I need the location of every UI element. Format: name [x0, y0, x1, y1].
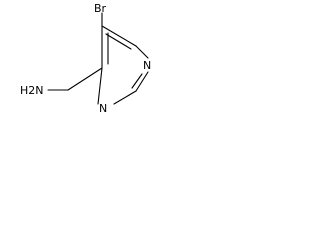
bond-c2-n3: [113, 90, 137, 105]
bond-n3-c4: [97, 67, 103, 105]
bond-c4-ch2: [67, 67, 103, 91]
amine-group-label: H2N: [20, 84, 44, 97]
nitrogen-atom-label-bottom: N: [99, 102, 107, 115]
double-bond-c5-c6-inner: [105, 33, 132, 50]
bond-c6-n1: [135, 45, 149, 59]
bromine-atom-label: Br: [94, 2, 107, 15]
pyrimidine-structure-diagram: Br N N H2N: [20, 2, 151, 115]
double-bond-n1-c2-inner: [131, 73, 143, 89]
bond-c5-c6: [101, 25, 137, 47]
nitrogen-atom-label-top: N: [143, 59, 151, 72]
bond-n1-c2: [135, 71, 149, 92]
